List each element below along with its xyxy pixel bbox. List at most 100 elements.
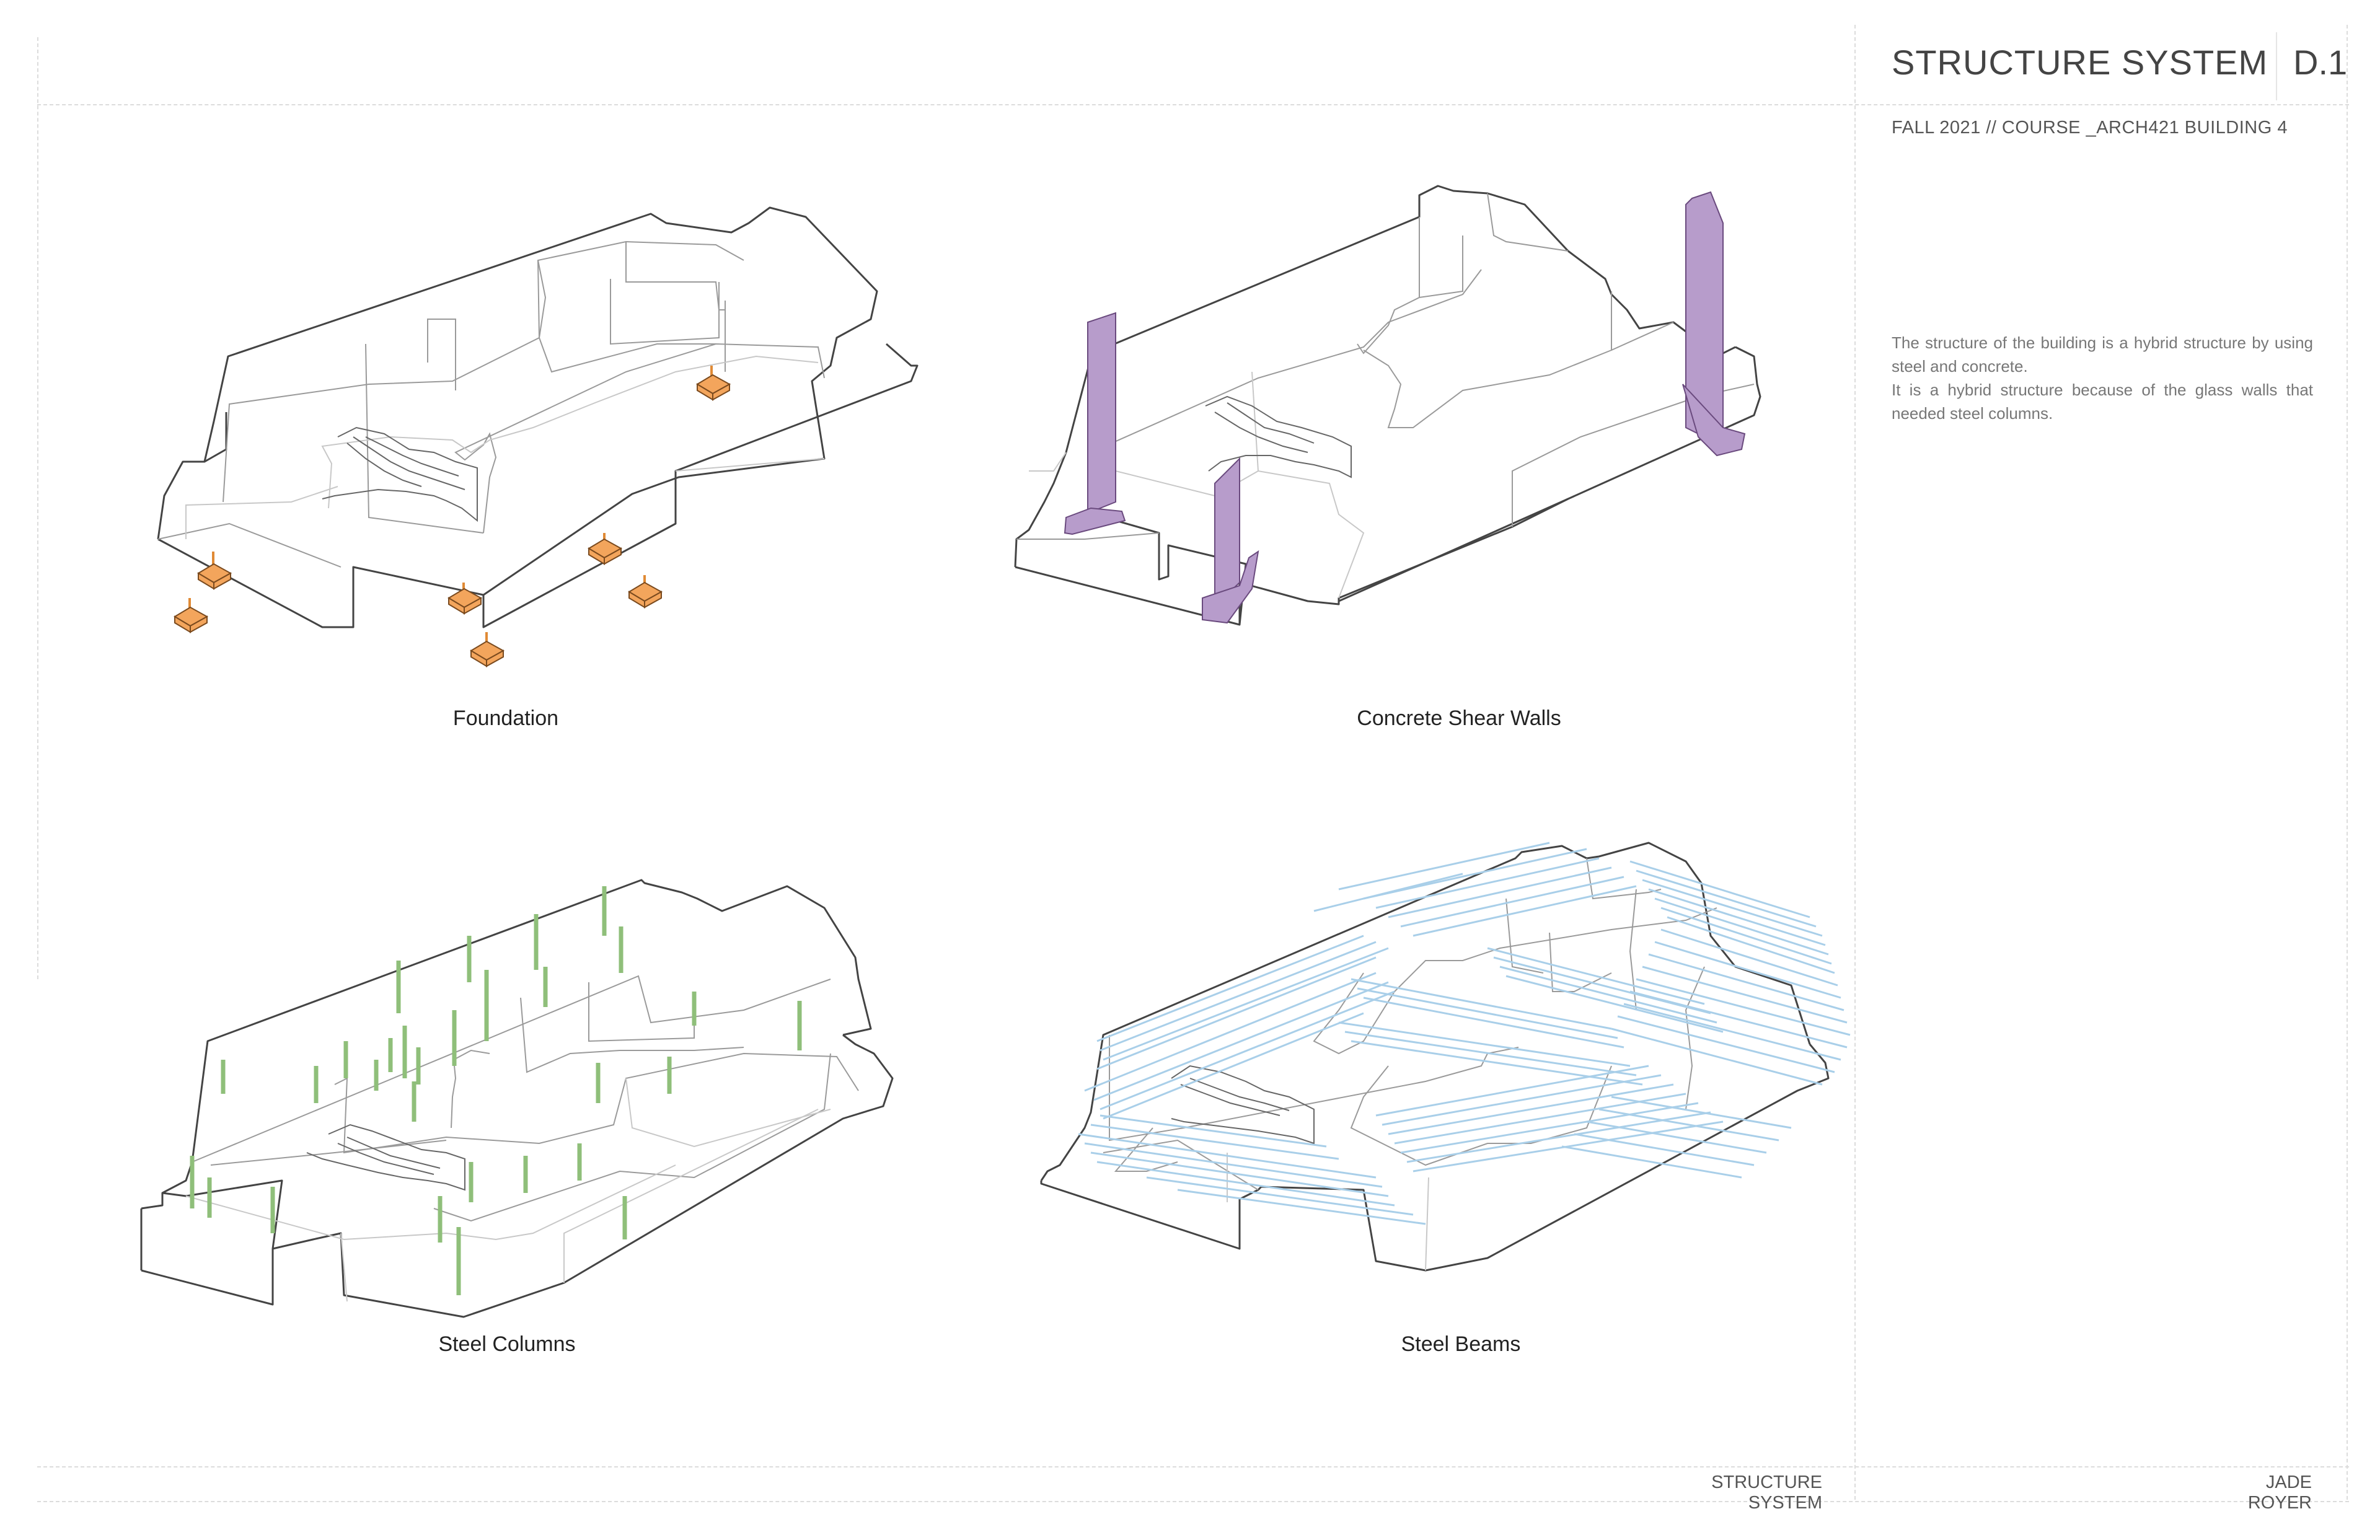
central-stair [1205,395,1352,478]
description-text: The structure of the building is a hybri… [1892,331,2313,425]
steel-beam-icon [1654,897,1829,956]
steel-beam-icon [1313,873,1463,912]
steel-beam-icon [1146,1176,1414,1216]
steel-beam-icon [1642,879,1823,937]
steel-beam-icon [1177,1189,1426,1225]
shear-walls-diagram [1014,185,1761,626]
central-stair [1171,1065,1315,1145]
steel-beam-icon [1636,978,1851,1036]
sheet-subtitle: FALL 2021 // COURSE _ARCH421 BUILDING 4 [1892,118,2288,138]
steel-beam-icon [1561,1145,1742,1179]
sheet-code: D.1 [2293,43,2348,82]
steel-beam-icon [1598,1108,1779,1142]
foundation-diagram [157,206,919,667]
steel-beam-icon [1100,1114,1327,1148]
steel-beam-icon [1351,978,1612,1030]
steel-beam-icon [1096,935,1364,1042]
footing-icon [588,533,623,565]
steel-beam-icon [1642,966,1848,1024]
footing-icon [470,632,505,667]
steel-beam-icon [1100,990,1395,1111]
foundation-caption: Foundation [452,706,559,730]
central-stair [306,1124,465,1191]
foundation-footings [174,366,731,667]
description-paragraph-2: It is a hybrid structure because of the … [1892,381,2313,423]
steel-beam-icon [1617,1015,1835,1073]
steel-beam-icon [1611,1027,1823,1086]
left-guide-line [37,37,38,979]
steel-beam-icon [1388,866,1612,918]
steel-beam-icon [1413,1120,1724,1173]
steel-beam-icon [1499,966,1717,1024]
shear-wall-icon [1202,457,1259,624]
steel-beam-icon [1351,1040,1643,1086]
footing-icon [628,575,663,609]
steel-beams [1078,842,1851,1225]
footer-guide-top [37,1466,2349,1467]
steel-beam-icon [1096,1161,1395,1207]
title-separator [2276,32,2277,100]
steel-beam-icon [1400,1102,1699,1154]
footing-icon [174,598,209,633]
steel-beam-icon [1660,907,1832,965]
steel-beam-icon [1375,1065,1649,1117]
steel-beam-icon [1363,997,1624,1049]
steel-beam-icon [1084,1142,1383,1188]
shear-wall-icon [1064,312,1126,535]
building-outline [157,206,919,628]
steel-beam-icon [1338,842,1550,891]
steel-beam-icon [1660,928,1838,987]
steel-beam-icon [1586,1120,1767,1154]
steel-beams-caption: Steel Beams [1401,1332,1521,1356]
shear-walls-caption: Concrete Shear Walls [1357,706,1561,730]
building-outline [140,879,894,1318]
shear-wall-icon [1682,191,1746,457]
steel-beam-icon [1648,953,1844,1011]
steel-beam-icon [1338,1021,1631,1067]
steel-beam-icon [1375,857,1600,909]
footer-author: JADE ROYER [2247,1472,2312,1513]
steel-beam-icon [1344,1031,1637,1076]
steel-beam-icon [1084,972,1377,1092]
steel-beam-icon [1090,1151,1389,1197]
steel-beam-icon [1654,941,1841,999]
footer-guide-bottom [37,1501,2349,1502]
description-paragraph-1: The structure of the building is a hybri… [1892,333,2313,376]
steel-beam-icon [1100,941,1377,1052]
steel-beam-icon [1667,916,1835,974]
steel-beam-icon [1611,1096,1792,1129]
steel-beam-icon [1623,1003,1841,1061]
steel-beam-icon [1078,1133,1377,1179]
sheet-title: STRUCTURE SYSTEM [1892,43,2268,82]
steel-beams-diagram [1040,842,1851,1272]
steel-beam-icon [1357,987,1618,1039]
steel-beam-icon [1487,947,1705,1005]
steel-beam-icon [1363,848,1587,900]
steel-beam-icon [1636,869,1817,928]
steel-beam-icon [1629,990,1848,1049]
steel-columns-caption: Steel Columns [438,1332,576,1356]
steel-beam-icon [1574,1133,1755,1166]
footing-icon [197,552,232,590]
steel-columns [190,886,802,1295]
steel-columns-diagram [140,879,894,1318]
central-stair [322,426,478,522]
footing-icon [696,366,731,401]
steel-beam-icon [1648,888,1826,946]
steel-beam-icon [1493,956,1711,1014]
sidebar-divider [1854,25,1856,1500]
steel-beam-icon [1090,1124,1339,1160]
steel-beam-icon [1505,975,1724,1033]
steel-beam-icon [1093,981,1389,1101]
footer-sheet-name: STRUCTURE SYSTEM [1711,1472,1822,1513]
right-guide-line [2347,25,2348,1500]
steel-beam-icon [1382,1074,1662,1126]
shear-walls [1064,191,1746,624]
steel-beam-icon [1388,1083,1674,1135]
steel-beam-icon [1103,947,1389,1061]
steel-beam-icon [1096,956,1377,1070]
steel-beam-icon [1394,1093,1686,1145]
building-outline [1014,185,1761,626]
top-guide-line [37,104,2349,105]
steel-beam-icon [1629,860,1810,918]
